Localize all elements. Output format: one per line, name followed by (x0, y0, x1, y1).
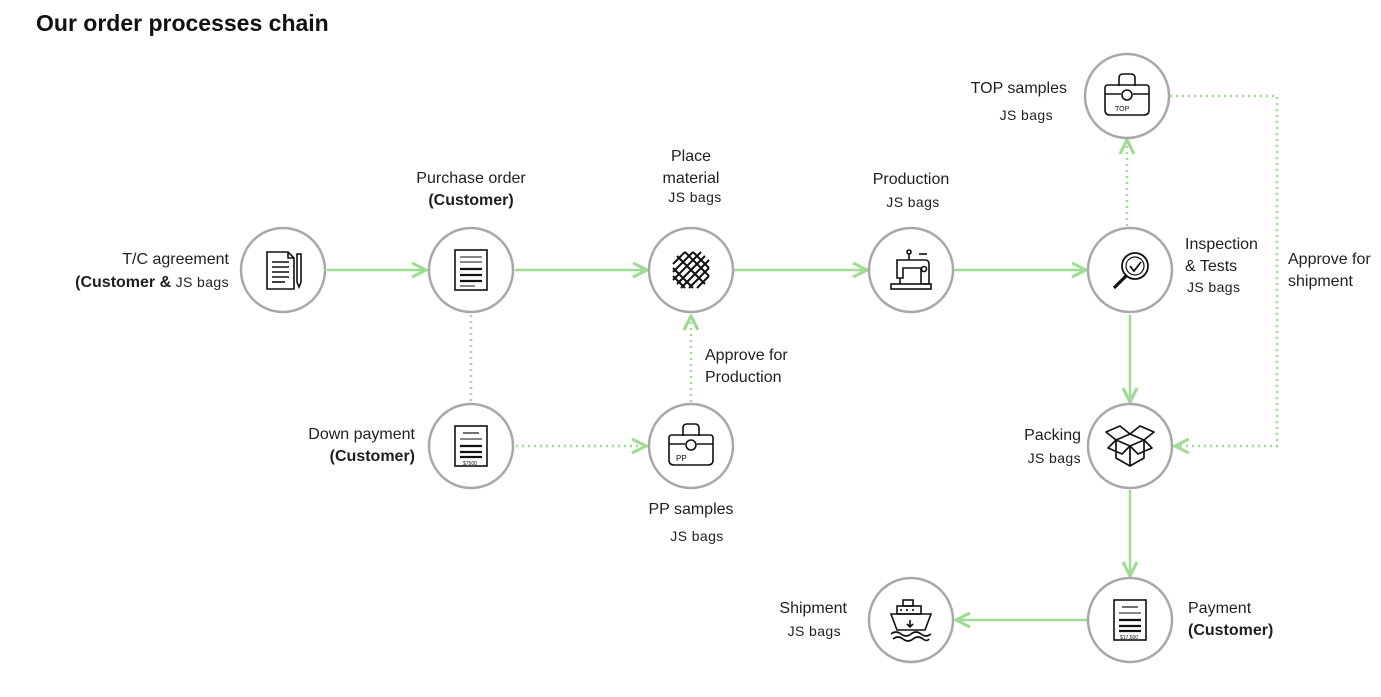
tc-label-title: T/C agreement (122, 251, 229, 268)
pp-label-js: JS bags (670, 528, 724, 544)
pay-amount: $17,500 (1120, 635, 1138, 641)
pp-bag-icon: PP (668, 423, 714, 466)
invoice-document-icon: $17,500 (1113, 599, 1147, 641)
dotted-top-to-pack (1170, 94, 1279, 446)
node-top-samples: TOP (1083, 52, 1171, 140)
ship-label-js: JS bags (787, 623, 841, 639)
approve-production-l1: Approve for (705, 347, 788, 364)
tc-label: T/C agreement (Customer & JS bags (75, 249, 229, 294)
ship-icon (889, 599, 933, 642)
pm-label: Place material JS bags (621, 146, 761, 204)
contract-document-icon (266, 251, 302, 290)
approve-shipment-annotation: Approve for shipment (1288, 249, 1371, 293)
node-tc-agreement (239, 226, 327, 314)
ship-label-title: Shipment (779, 600, 847, 617)
pack-label-js: JS bags (1027, 450, 1081, 466)
tc-label-js: JS bags (175, 274, 229, 290)
insp-label-l1: Inspection (1185, 236, 1258, 253)
insp-label-l2: & Tests (1185, 258, 1238, 275)
node-down-payment: $7500 (427, 402, 515, 490)
fabric-material-icon (672, 251, 710, 289)
pay-label-title: Payment (1188, 600, 1252, 617)
insp-label: Inspection & Tests JS bags (1185, 234, 1258, 296)
dotted-connectors (469, 94, 1279, 446)
top-bag-icon: TOP (1104, 73, 1150, 116)
node-pp-samples: PP (647, 402, 735, 490)
approve-shipment-l2: shipment (1288, 273, 1353, 290)
prod-label-title: Production (872, 171, 950, 188)
approve-shipment-l1: Approve for (1288, 251, 1371, 268)
po-label-title: Purchase order (416, 170, 526, 187)
connectors (327, 270, 1130, 620)
down-label-title: Down payment (308, 426, 415, 443)
pay-label: Payment (Customer) (1188, 598, 1273, 642)
top-label-js: JS bags (999, 107, 1053, 123)
pack-label-title: Packing (1024, 427, 1081, 444)
purchase-order-document-icon (454, 249, 488, 291)
down-amount: $7500 (463, 461, 477, 467)
top-label-title: TOP samples (970, 80, 1067, 97)
pp-badge: PP (676, 454, 687, 463)
approve-production-annotation: Approve for Production (705, 345, 788, 389)
magnifier-check-icon (1112, 252, 1149, 290)
po-label: Purchase order (Customer) (381, 168, 561, 212)
po-label-party: (Customer) (428, 192, 514, 209)
ship-label: Shipment JS bags (779, 598, 847, 642)
top-badge: TOP (1115, 106, 1130, 113)
pm-label-l2: material (662, 170, 720, 187)
tc-label-party: (Customer & (75, 274, 172, 291)
node-inspection-tests (1086, 226, 1174, 314)
prod-label: Production JS bags (841, 169, 981, 213)
sewing-machine-icon (890, 249, 932, 290)
down-label: Down payment (Customer) (308, 424, 415, 468)
node-purchase-order (427, 226, 515, 314)
insp-label-l3: JS bags (1187, 279, 1241, 295)
pp-label: PP samples JS bags (621, 499, 761, 551)
node-place-material (647, 226, 735, 314)
invoice-document-icon: $7500 (454, 425, 488, 467)
box-icon (1105, 425, 1155, 467)
node-payment: $17,500 (1086, 576, 1174, 664)
approve-production-l2: Production (705, 369, 782, 386)
pp-label-title: PP samples (648, 501, 734, 518)
pm-label-l1: Place (670, 148, 712, 165)
down-label-party: (Customer) (329, 448, 415, 465)
pay-label-party: (Customer) (1188, 622, 1274, 639)
page-title: Our order processes chain (36, 10, 329, 36)
prod-label-js: JS bags (886, 194, 940, 210)
node-production (867, 226, 955, 314)
pack-label: Packing JS bags (1024, 425, 1081, 469)
node-shipment (867, 576, 955, 664)
node-packing (1086, 402, 1174, 490)
pm-label-l3: JS bags (668, 189, 722, 205)
top-label: TOP samples JS bags (971, 78, 1067, 130)
